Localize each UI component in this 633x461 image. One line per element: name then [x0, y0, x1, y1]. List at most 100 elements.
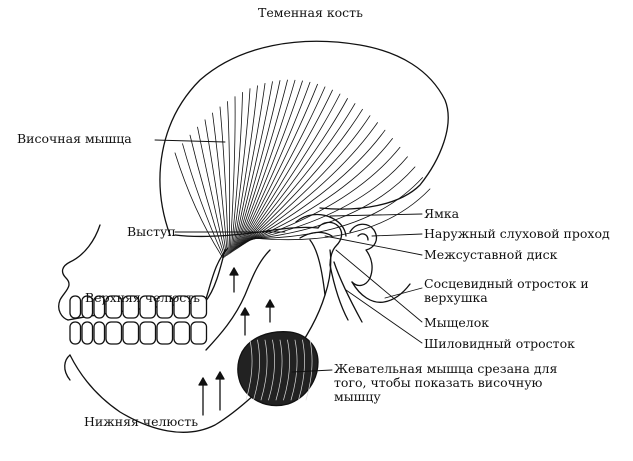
muscle-fiber — [247, 129, 386, 242]
condyle-outline — [317, 221, 343, 266]
label-fossa: Ямка — [424, 206, 460, 221]
force-arrow-head — [215, 371, 225, 380]
leader-temporal — [154, 139, 226, 143]
muscle-fiber — [231, 88, 251, 253]
muscle-fiber — [230, 92, 243, 254]
label-condyle: Мыщелок — [424, 315, 490, 330]
muscle-fiber — [240, 86, 326, 247]
leader-meatus — [371, 233, 423, 237]
temporal-muscle-outline — [159, 40, 449, 236]
tooth — [190, 321, 208, 345]
force-arrows — [198, 267, 275, 416]
label-styloid-process: Шиловидный отросток — [424, 336, 575, 351]
muscle-fiber — [232, 85, 258, 252]
muscle-fiber — [227, 101, 231, 255]
mandible-inner — [205, 249, 271, 351]
tooth — [93, 321, 106, 345]
masseter-fiber — [283, 339, 290, 401]
leader-masseter — [291, 369, 333, 373]
leader-styloid — [345, 289, 423, 344]
label-mandible: Нижняя челюсть — [84, 414, 199, 429]
masseter-fiber — [245, 339, 253, 401]
label-external-meatus: Наружный слуховой проход — [424, 226, 610, 241]
label-parietal-bone: Теменная кость — [258, 5, 363, 20]
muscle-fiber — [229, 96, 236, 254]
muscle-fiber — [234, 81, 273, 251]
muscle-fiber — [233, 83, 266, 252]
chin — [64, 354, 71, 381]
label-maxilla: Верхняя челюсть — [85, 290, 200, 305]
condyle-neck — [329, 264, 349, 321]
muscle-fiber — [242, 93, 341, 246]
masseter-fiber — [253, 339, 260, 401]
mastoid-outline — [351, 281, 411, 303]
muscle-fiber — [252, 188, 431, 241]
leader-condyle — [335, 249, 423, 323]
articular-disc — [299, 231, 333, 239]
upper-teeth — [69, 295, 208, 319]
cheek-contour — [204, 247, 229, 303]
muscle-fiber — [219, 106, 229, 255]
fossa-curve — [295, 213, 347, 237]
label-mastoid-process: Сосцевидный отросток и верхушка — [424, 276, 589, 305]
tooth — [93, 295, 106, 319]
muscle-fiber — [237, 80, 303, 249]
muscle-fiber — [234, 80, 281, 251]
tooth — [156, 321, 174, 345]
force-arrow-head — [240, 307, 250, 316]
muscle-fiber — [212, 112, 228, 256]
tooth — [105, 321, 123, 345]
label-masseter-note: Жевательная мышца срезана для того, чтоб… — [334, 361, 558, 404]
masseter-fiber — [260, 339, 268, 401]
label-temporal-muscle: Височная мышца — [17, 131, 132, 146]
ear-meatus-outline — [349, 223, 378, 287]
tooth — [122, 295, 140, 319]
tooth — [156, 295, 174, 319]
muscle-fiber — [236, 79, 296, 249]
face-profile — [58, 224, 101, 321]
muscle-fiber — [239, 83, 318, 248]
masseter-fiber — [298, 339, 305, 401]
muscle-fiber — [249, 156, 408, 241]
muscle-fiber — [243, 103, 356, 245]
muscle-fiber — [245, 115, 371, 244]
masseter-cut-section — [237, 331, 319, 407]
muscle-fiber — [246, 122, 378, 243]
muscle-fiber — [241, 89, 333, 247]
tooth — [81, 295, 94, 319]
muscle-fiber — [238, 81, 311, 248]
force-arrow-head — [229, 267, 239, 276]
tooth — [173, 295, 191, 319]
leader-fossa — [329, 213, 423, 217]
masseter-fiber — [275, 339, 283, 401]
muscle-fiber — [244, 108, 363, 244]
force-arrow-head — [265, 299, 275, 308]
label-articular-disc: Межсуставной диск — [424, 247, 558, 262]
muscle-fiber — [251, 177, 423, 239]
muscle-fiber — [235, 79, 288, 250]
tooth — [69, 295, 82, 319]
tooth — [105, 295, 123, 319]
styloid-outline — [333, 261, 363, 323]
muscle-fiber — [182, 143, 225, 258]
tooth — [69, 321, 82, 345]
muscle-fiber — [250, 166, 416, 240]
leader-mastoid — [384, 287, 423, 299]
tooth — [81, 321, 94, 345]
muscle-fiber — [174, 152, 224, 259]
leader-disc — [324, 235, 423, 256]
tooth — [173, 321, 191, 345]
label-articular-eminence: Выступ — [127, 224, 176, 239]
mandible-ramus — [309, 239, 326, 296]
tooth — [190, 295, 208, 319]
lower-teeth — [69, 321, 208, 345]
muscle-fiber — [242, 98, 348, 245]
muscle-fiber — [204, 119, 227, 257]
masseter-fiber — [290, 339, 298, 401]
muscle-fiber — [197, 126, 227, 257]
tooth — [139, 295, 157, 319]
muscle-fiber — [189, 134, 226, 258]
tooth — [139, 321, 157, 345]
masseter-fiber — [305, 339, 313, 401]
